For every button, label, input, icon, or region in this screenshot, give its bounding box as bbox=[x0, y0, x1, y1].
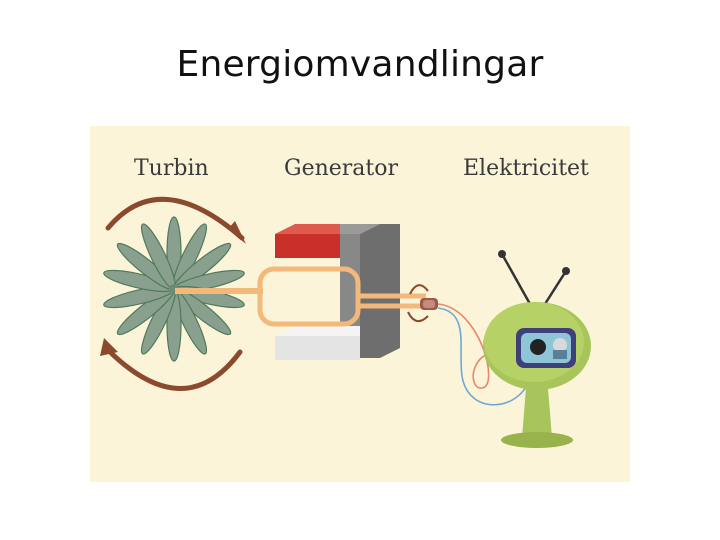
turbine-shaft bbox=[175, 288, 263, 294]
energy-diagram bbox=[100, 196, 591, 448]
electricity-label: Elektricitet bbox=[463, 156, 589, 181]
page-title: Energiomvandlingar bbox=[176, 44, 544, 85]
tv-icon bbox=[483, 250, 591, 448]
energy-diagram-panel: Turbin Generator Elektricitet bbox=[90, 126, 630, 482]
rotation-arrow-top-head-icon bbox=[228, 221, 246, 244]
rotation-arrow-top-icon bbox=[105, 196, 245, 241]
coil-icon bbox=[257, 266, 438, 327]
generator-label: Generator bbox=[284, 156, 399, 181]
coil-rotation-arrow-bottom-icon bbox=[407, 311, 429, 323]
magnet-icon bbox=[275, 224, 400, 360]
turbine-label: Turbin bbox=[134, 156, 209, 181]
turbine-icon bbox=[103, 216, 245, 362]
rotation-arrow-bottom-icon bbox=[105, 347, 243, 391]
wire-blue bbox=[437, 307, 531, 406]
rotation-arrow-bottom-head-icon bbox=[100, 338, 118, 356]
coil-rotation-arrow-top-icon bbox=[409, 284, 429, 295]
